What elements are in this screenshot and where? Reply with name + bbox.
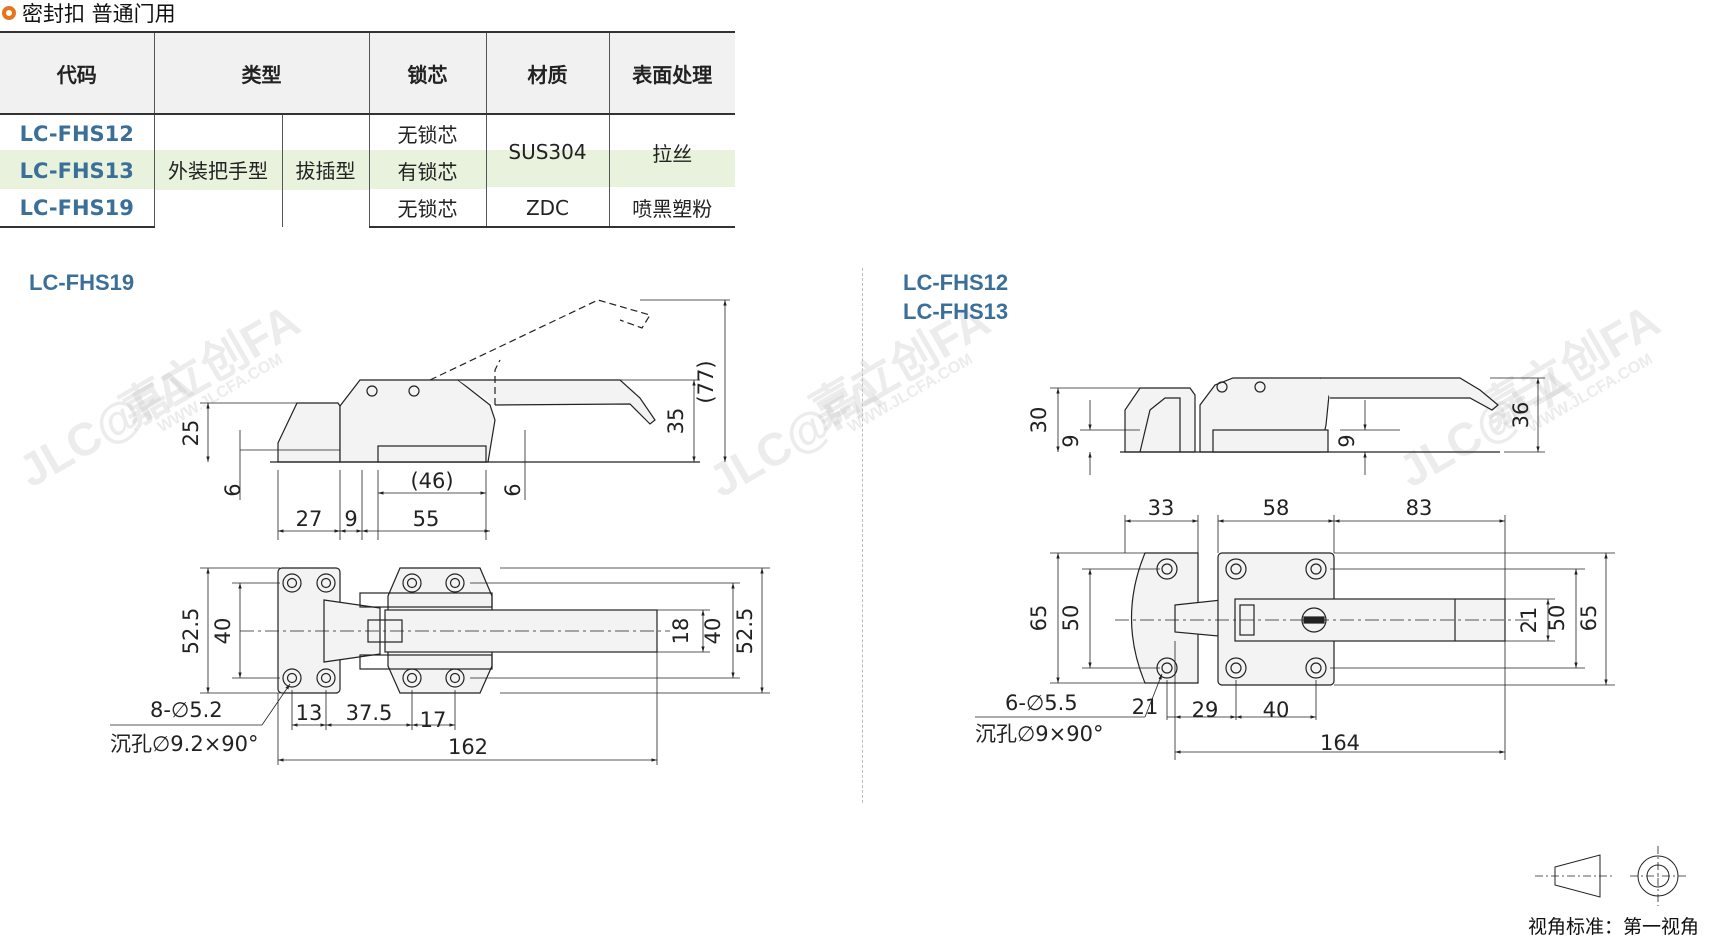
lock-cell: 有锁芯 xyxy=(368,152,486,189)
table-row: LC-FHS12 外装把手型 拔插型 无锁芯 SUS304 拉丝 xyxy=(0,114,735,227)
dim-55: 55 xyxy=(413,507,440,531)
left-drawing-label: LC-FHS19 xyxy=(29,270,135,295)
dim-29: 29 xyxy=(1192,698,1219,722)
surface-cell: 喷黑塑粉 xyxy=(608,189,735,228)
left-side-dims xyxy=(200,299,730,540)
left-top-dims xyxy=(110,567,770,765)
header-type: 类型 xyxy=(153,31,369,115)
dim-77: (77) xyxy=(694,360,718,403)
dim-27: 27 xyxy=(296,507,323,531)
countersink-spec: 沉孔∅9.2×90° xyxy=(110,732,259,756)
lock-cell: 无锁芯 xyxy=(368,114,486,152)
right-side-view xyxy=(1120,377,1500,453)
dim-40-left: 40 xyxy=(211,618,235,645)
right-drawing-label-2: LC-FHS13 xyxy=(903,299,1009,324)
dim-25: 25 xyxy=(179,420,203,447)
material-cell: SUS304 xyxy=(485,114,609,189)
dim-40-right: 40 xyxy=(701,618,725,645)
dim-21-right: 21 xyxy=(1517,607,1541,634)
type-main-cell: 外装把手型 xyxy=(153,114,282,227)
projection-standard-label: 视角标准：第一视角 xyxy=(1527,916,1699,938)
dim-9-left: 9 xyxy=(1059,434,1083,447)
circle-bullet-icon xyxy=(2,6,16,20)
material-cell: ZDC xyxy=(485,189,609,228)
right-drawing-label-1: LC-FHS12 xyxy=(903,270,1009,295)
dim-52-5-left: 52.5 xyxy=(179,608,203,655)
spec-table: 代码 类型 锁芯 材质 表面处理 LC-FHS12 外装把手型 拔插型 无锁芯 … xyxy=(0,31,735,228)
section-title: 密封扣 普通门用 xyxy=(22,2,176,26)
section-header: 密封扣 普通门用 xyxy=(0,0,176,26)
header-surface: 表面处理 xyxy=(608,31,735,115)
section-divider xyxy=(862,268,863,803)
dim-35: 35 xyxy=(664,408,688,435)
right-top-dims xyxy=(975,515,1615,760)
hole-spec: 8-∅5.2 xyxy=(150,698,223,722)
dim-50-left: 50 xyxy=(1059,605,1083,632)
dim-83: 83 xyxy=(1406,496,1433,520)
dim-6-left: 6 xyxy=(221,483,245,496)
header-lock: 锁芯 xyxy=(368,31,486,115)
dim-9-right: 9 xyxy=(1335,434,1359,447)
dim-36: 36 xyxy=(1509,402,1533,429)
countersink-spec: 沉孔∅9×90° xyxy=(975,722,1103,746)
dim-46: (46) xyxy=(410,469,453,493)
surface-cell: 拉丝 xyxy=(608,114,735,189)
table-row: LC-FHS13 有锁芯 xyxy=(0,152,735,189)
code-cell: LC-FHS12 xyxy=(19,121,134,146)
dim-50-right: 50 xyxy=(1545,605,1569,632)
dim-164: 164 xyxy=(1320,731,1360,755)
dim-65-right: 65 xyxy=(1577,605,1601,632)
lock-cell: 无锁芯 xyxy=(368,189,486,228)
dim-30: 30 xyxy=(1027,407,1051,434)
dim-58: 58 xyxy=(1263,496,1290,520)
type-sub-cell: 拔插型 xyxy=(281,114,369,227)
dim-40: 40 xyxy=(1263,698,1290,722)
dim-33: 33 xyxy=(1148,496,1175,520)
dim-17: 17 xyxy=(420,708,447,732)
dim-13: 13 xyxy=(296,701,323,725)
dim-37-5: 37.5 xyxy=(346,701,393,725)
code-cell: LC-FHS13 xyxy=(0,152,154,189)
right-side-dims xyxy=(1050,377,1545,475)
dim-6-right: 6 xyxy=(501,483,525,496)
right-top-view xyxy=(1115,552,1530,686)
left-top-view xyxy=(240,567,670,694)
dim-52-5-right: 52.5 xyxy=(733,608,757,655)
hole-spec: 6-∅5.5 xyxy=(1005,691,1078,715)
left-side-view xyxy=(270,299,700,463)
table-row: LC-FHS19 无锁芯 ZDC 喷黑塑粉 xyxy=(0,189,735,228)
dim-65-left: 65 xyxy=(1027,605,1051,632)
dim-21-bottom: 21 xyxy=(1132,695,1159,719)
dim-18: 18 xyxy=(669,618,693,645)
dim-9: 9 xyxy=(344,507,357,531)
header-material: 材质 xyxy=(485,31,609,115)
dim-162: 162 xyxy=(448,735,488,759)
code-cell: LC-FHS19 xyxy=(0,189,154,228)
first-angle-projection-icon xyxy=(1535,846,1686,906)
header-code: 代码 xyxy=(0,31,154,115)
